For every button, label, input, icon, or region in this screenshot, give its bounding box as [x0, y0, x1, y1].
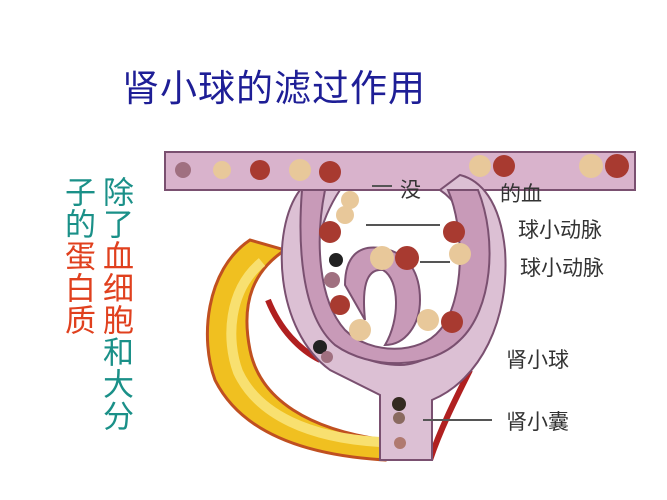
red-blood-cell [341, 191, 359, 209]
red-blood-cell [329, 253, 343, 267]
tubule-tissue-inner [226, 258, 381, 447]
label-glomerulus: 肾小球 [506, 348, 569, 372]
red-blood-cell [330, 295, 350, 315]
dark-cell [313, 340, 327, 354]
red-blood-cell [336, 206, 354, 224]
filtrate-particle [394, 437, 406, 449]
dark-cell [321, 351, 333, 363]
label-afferent-arteriole: 球小动脉 [518, 218, 602, 242]
filtrate-particle [393, 412, 405, 424]
red-blood-cell [349, 319, 371, 341]
red-blood-cell [469, 155, 491, 177]
side-text-segment: 血细胞 [97, 240, 133, 336]
red-blood-cell [579, 154, 603, 178]
red-blood-cell [175, 162, 191, 178]
label-renal-capsule: 肾小囊 [506, 410, 569, 434]
vessel-strand [427, 368, 473, 461]
side-text-segment: 子的 [59, 176, 95, 240]
red-blood-cell [449, 243, 471, 265]
red-blood-cell [605, 154, 629, 178]
slide-title: 肾小球的滤过作用 [122, 67, 426, 110]
glomerulus-loop [299, 189, 491, 365]
red-blood-cell [395, 246, 419, 270]
side-text-segment: 和大分 [97, 336, 133, 432]
red-blood-cell [319, 221, 341, 243]
red-blood-cell [417, 309, 439, 331]
blood-cells [175, 154, 629, 449]
red-blood-cell [250, 160, 270, 180]
side-text-segment: 蛋白质 [59, 240, 95, 336]
red-blood-cell [370, 246, 394, 270]
filtrate-particle [392, 397, 406, 411]
blood-vessel-top [164, 151, 636, 191]
red-blood-cell [443, 221, 465, 243]
red-blood-cell [319, 161, 341, 183]
red-blood-cell [493, 155, 515, 177]
red-blood-cell [213, 161, 231, 179]
side-text-segment: 除了 [97, 176, 133, 240]
red-blood-cell [289, 159, 311, 181]
red-blood-cell [441, 311, 463, 333]
label-efferent-arteriole: 球小动脉 [520, 256, 604, 280]
side-text-column-2: 子的蛋白质 [59, 176, 95, 336]
label-top-left: 没 [400, 178, 421, 202]
label-top-right: 的血 [500, 182, 542, 206]
side-text-column-1: 除了血细胞和大分 [97, 176, 133, 432]
red-blood-cell [324, 272, 340, 288]
